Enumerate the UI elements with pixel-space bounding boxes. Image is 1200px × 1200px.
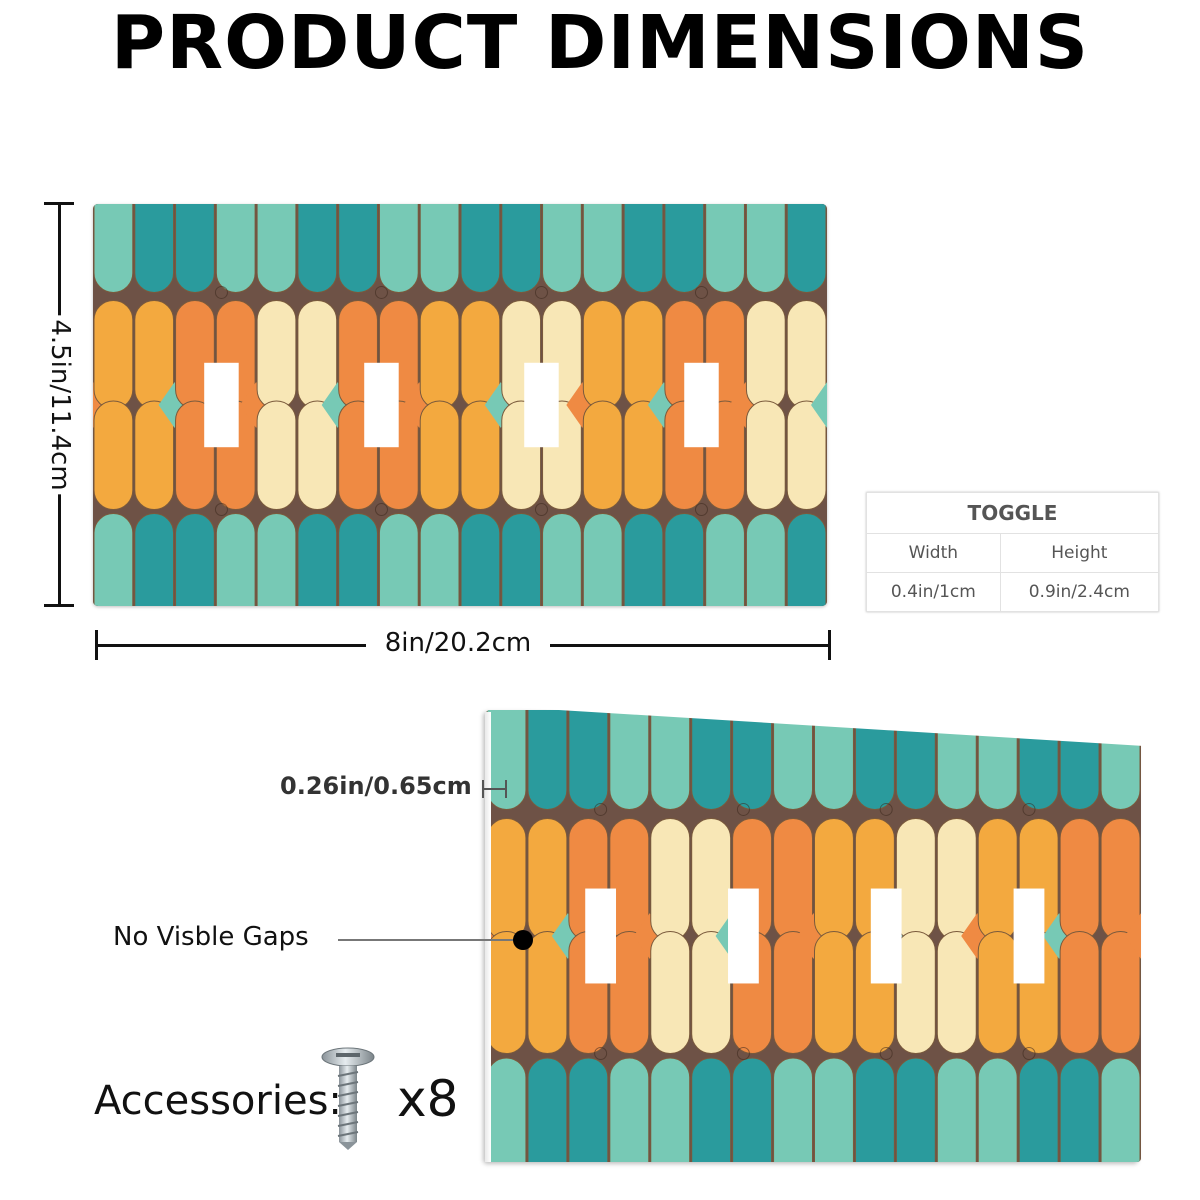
wall-plate-front-view: [93, 204, 827, 606]
wall-plate-angled-view: [486, 710, 1141, 1162]
page-title: PRODUCT DIMENSIONS: [110, 0, 1090, 86]
toggle-opening: [870, 888, 902, 984]
screw-hole: [1022, 1047, 1036, 1061]
screw-hole: [594, 802, 608, 816]
toggle-table-value-width: 0.4in/1cm: [866, 572, 1001, 612]
toggle-opening: [684, 362, 719, 448]
screw-hole: [879, 802, 893, 816]
accessories-count: x8: [397, 1070, 459, 1128]
screw-hole: [694, 285, 708, 299]
toggle-size-table: TOGGLE Width Height 0.4in/1cm 0.9in/2.4c…: [866, 492, 1160, 612]
height-dimension-cap-top: [44, 202, 74, 205]
screw-hole: [694, 503, 708, 517]
callout-line: [338, 939, 518, 941]
toggle-opening: [204, 362, 239, 448]
plate-edge: [485, 712, 491, 1162]
thickness-dimension-label: 0.26in/0.65cm: [280, 772, 472, 800]
screw-hole: [534, 285, 548, 299]
screw-hole: [879, 1047, 893, 1061]
toggle-table-value-height: 0.9in/2.4cm: [999, 572, 1160, 612]
accessories-label: Accessories:: [94, 1078, 342, 1124]
no-gaps-callout-label: No Visble Gaps: [113, 922, 309, 952]
screw-icon: [321, 1047, 375, 1150]
toggle-opening: [364, 362, 399, 448]
height-dimension-cap-bottom: [44, 604, 74, 607]
toggle-table-col-height: Height: [999, 533, 1160, 573]
perspective-mask: [494, 706, 1146, 746]
toggle-opening: [728, 888, 759, 984]
screw-hole: [1022, 802, 1036, 816]
screw-hole: [736, 802, 750, 816]
screw-hole: [214, 285, 228, 299]
toggle-opening: [1013, 888, 1045, 984]
retro-pattern: [93, 204, 827, 606]
width-dimension-label: 8in/20.2cm: [366, 628, 550, 658]
callout-dot-icon: [513, 930, 533, 950]
toggle-opening: [524, 362, 559, 448]
toggle-table-header: TOGGLE: [866, 492, 1159, 534]
width-dimension-cap-right: [828, 630, 831, 660]
screw-hole: [534, 503, 548, 517]
toggle-opening: [585, 888, 617, 984]
screw-hole: [594, 1047, 608, 1061]
width-dimension-cap-left: [95, 630, 98, 660]
retro-pattern: [486, 710, 1141, 1162]
screw-hole: [374, 503, 388, 517]
screw-hole: [214, 503, 228, 517]
toggle-table-col-width: Width: [866, 533, 1001, 573]
screw-hole: [374, 285, 388, 299]
thickness-bracket-icon: [482, 780, 507, 798]
screw-hole: [736, 1047, 750, 1061]
